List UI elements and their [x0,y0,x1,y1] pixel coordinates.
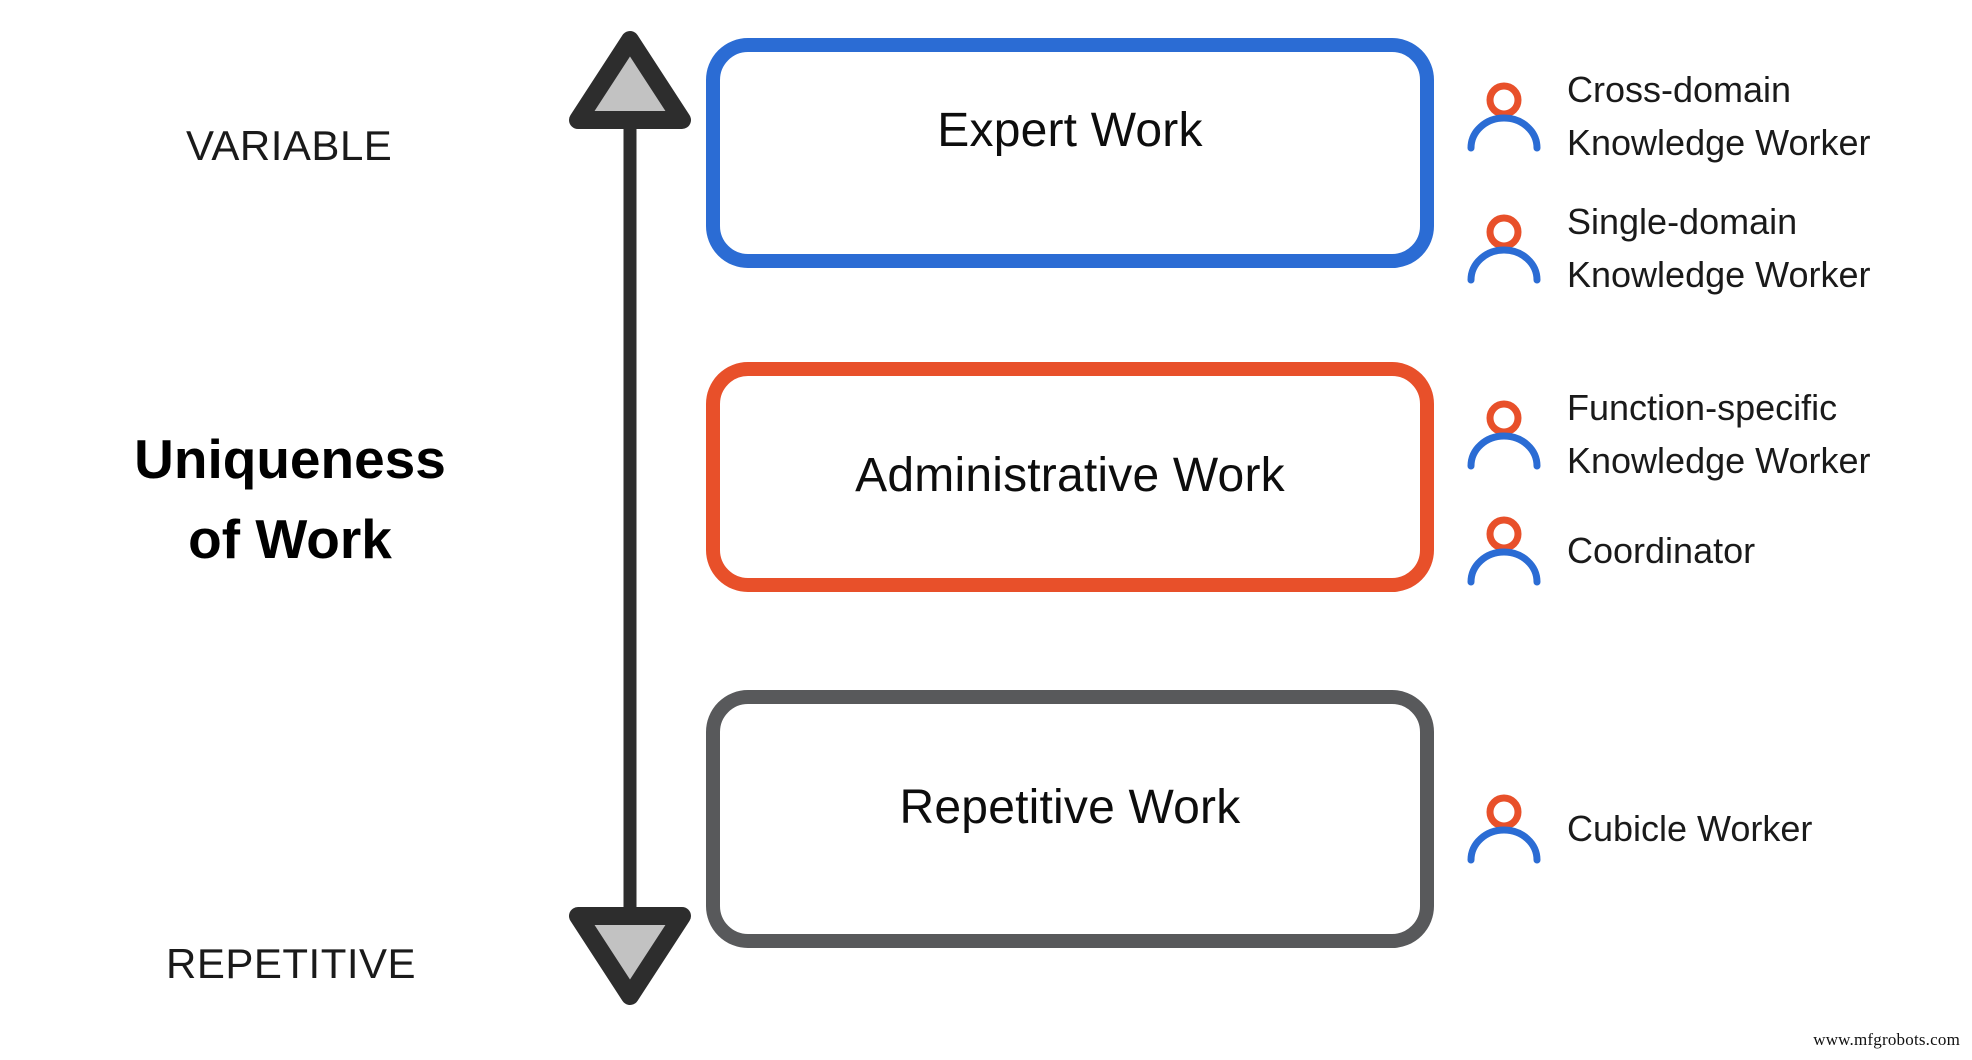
axis-bottom-label: REPETITIVE [166,940,417,987]
persona-single-domain-knowledge-worker[interactable]: Single-domain Knowledge Worker [1465,196,1871,301]
person-icon [1467,82,1541,152]
tier-label-expert: Expert Work [937,103,1203,157]
persona-function-specific-knowledge-worker[interactable]: Function-specific Knowledge Worker [1465,382,1871,487]
persona-label: Single-domain Knowledge Worker [1567,201,1871,295]
persona-cross-domain-knowledge-worker[interactable]: Cross-domain Knowledge Worker [1465,64,1871,169]
persona-cubicle-worker[interactable]: Cubicle Worker [1465,790,1812,868]
tier-label-administrative: Administrative Work [855,448,1285,502]
person-icon [1467,400,1541,470]
persona-coordinator[interactable]: Coordinator [1465,512,1755,590]
person-icon [1467,214,1541,284]
tier-box-expert[interactable]: Expert Work [706,38,1434,268]
axis-title-line-1: Uniqueness [134,428,446,490]
persona-label: Function-specific Knowledge Worker [1567,387,1871,481]
double-headed-vertical-arrow-icon [569,31,691,1005]
axis-top-label: VARIABLE [186,122,393,169]
tier-box-administrative[interactable]: Administrative Work [706,362,1434,592]
axis-title-line-2: of Work [188,507,392,570]
tier-box-repetitive[interactable]: Repetitive Work [706,690,1434,948]
watermark: www.mfgrobots.com [1813,1030,1960,1049]
tier-label-repetitive: Repetitive Work [899,780,1241,834]
persona-label: Coordinator [1567,529,1756,571]
persona-label: Cubicle Worker [1567,807,1813,849]
persona-label: Cross-domain Knowledge Worker [1567,69,1871,163]
axis-title: Uniqueness of Work [100,420,480,580]
person-icon [1467,794,1541,864]
person-icon [1467,516,1541,586]
